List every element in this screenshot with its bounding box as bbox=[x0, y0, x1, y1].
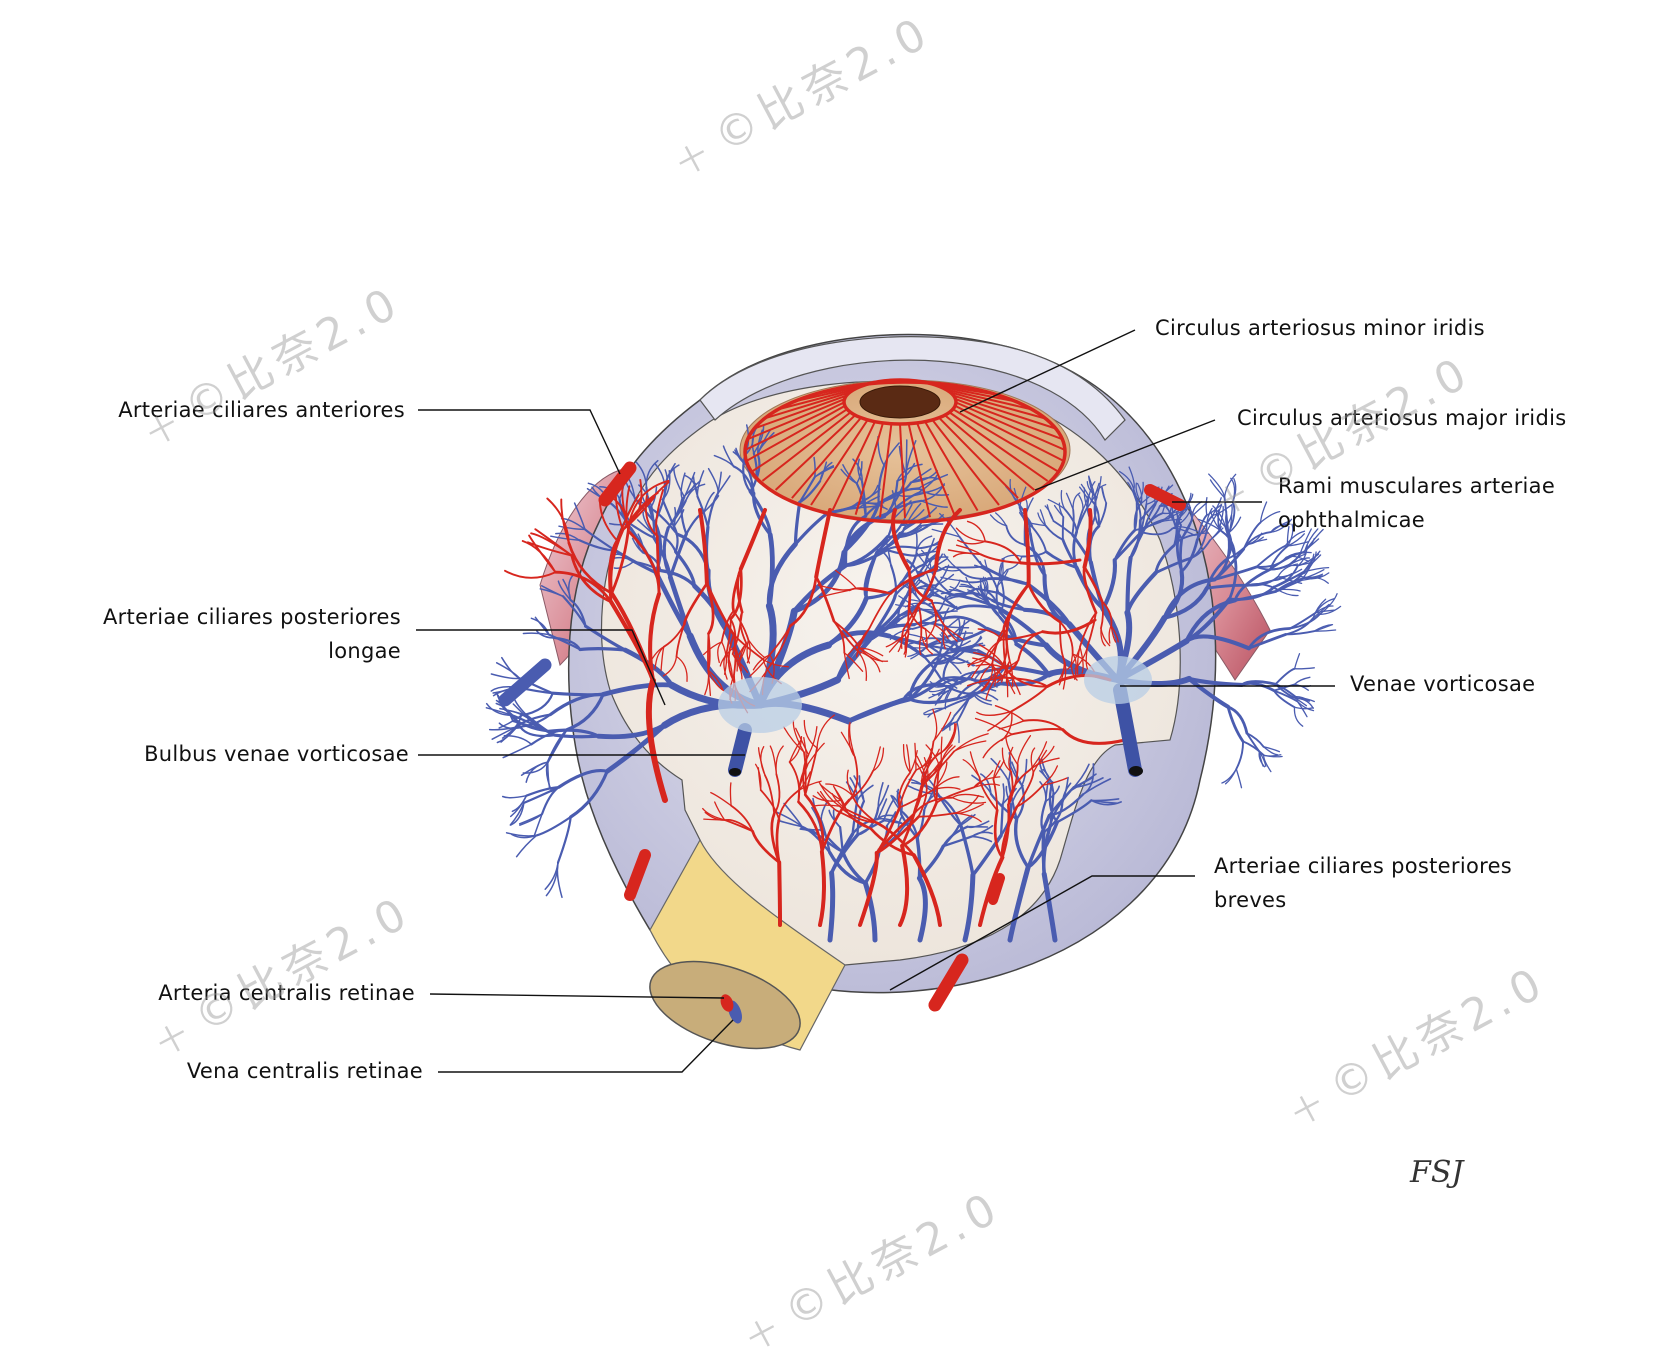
vein-branch bbox=[1206, 498, 1207, 515]
label-circulus-arteriosus-minor-iridis: Circulus arteriosus minor iridis bbox=[1155, 311, 1485, 345]
vein-branch bbox=[503, 796, 527, 798]
vein-branch bbox=[946, 567, 984, 568]
vein-branch bbox=[1043, 832, 1044, 874]
vein-branch bbox=[517, 835, 537, 856]
eye-vascular-diagram: Circulus arteriosus minor iridis Circulu… bbox=[0, 0, 1667, 1316]
artery-branch bbox=[708, 634, 709, 672]
pupil bbox=[860, 386, 940, 418]
watermark-mark: 十 bbox=[738, 1303, 790, 1359]
artery-branch bbox=[730, 783, 731, 806]
vein-branch bbox=[1294, 707, 1302, 726]
vein-branch bbox=[830, 873, 833, 940]
vein-branch bbox=[537, 817, 571, 835]
label-rami-musculares-line2: ophthalmicae bbox=[1278, 503, 1425, 537]
eyeball-illustration bbox=[0, 0, 1667, 1316]
label-art-post-longae-line1: Arteriae ciliares posteriores bbox=[103, 600, 401, 634]
vein-branch bbox=[1242, 683, 1274, 690]
vena-vorticosa-left-stem bbox=[735, 730, 745, 770]
vein-branch bbox=[1276, 669, 1295, 685]
vein-branch bbox=[1295, 654, 1300, 669]
vein-branch bbox=[523, 633, 548, 634]
vein-branch bbox=[1236, 769, 1241, 788]
bulbus-venae-vorticosae-right bbox=[1084, 656, 1152, 704]
vein-branch bbox=[557, 863, 562, 898]
vein-branch bbox=[906, 440, 907, 474]
vein-branch bbox=[580, 649, 625, 650]
label-art-post-longae-line2: longae bbox=[328, 634, 401, 668]
vein-branch bbox=[1261, 512, 1280, 523]
artery-stump-breves-3 bbox=[993, 878, 1000, 900]
label-bulbus-venae-vorticosae: Bulbus venae vorticosae bbox=[144, 737, 409, 771]
vein-branch bbox=[1257, 546, 1286, 567]
label-art-post-breves-line2: breves bbox=[1214, 883, 1287, 917]
bulbus-venae-vorticosae-left bbox=[718, 677, 802, 733]
leader-art-anteriores bbox=[418, 410, 620, 474]
vein-branch bbox=[521, 693, 552, 715]
vein-branch bbox=[1295, 668, 1315, 669]
vena-vorticosa-right-opening bbox=[1129, 766, 1143, 776]
vena-vorticosa-left-opening bbox=[729, 768, 741, 776]
artery-branch bbox=[909, 570, 910, 609]
vein-branch bbox=[504, 736, 531, 745]
vein-branch bbox=[1180, 539, 1181, 572]
vein-branch bbox=[1236, 741, 1243, 769]
label-vena-centralis-retinae: Vena centralis retinae bbox=[187, 1054, 423, 1088]
artery-branch bbox=[779, 862, 780, 925]
vein-branch bbox=[1294, 677, 1310, 684]
label-venae-vorticosae: Venae vorticosae bbox=[1350, 667, 1535, 701]
artist-signature: FSJ bbox=[1410, 1155, 1463, 1190]
label-art-post-breves-line1: Arteriae ciliares posteriores bbox=[1214, 849, 1512, 883]
vein-branch bbox=[510, 803, 524, 825]
